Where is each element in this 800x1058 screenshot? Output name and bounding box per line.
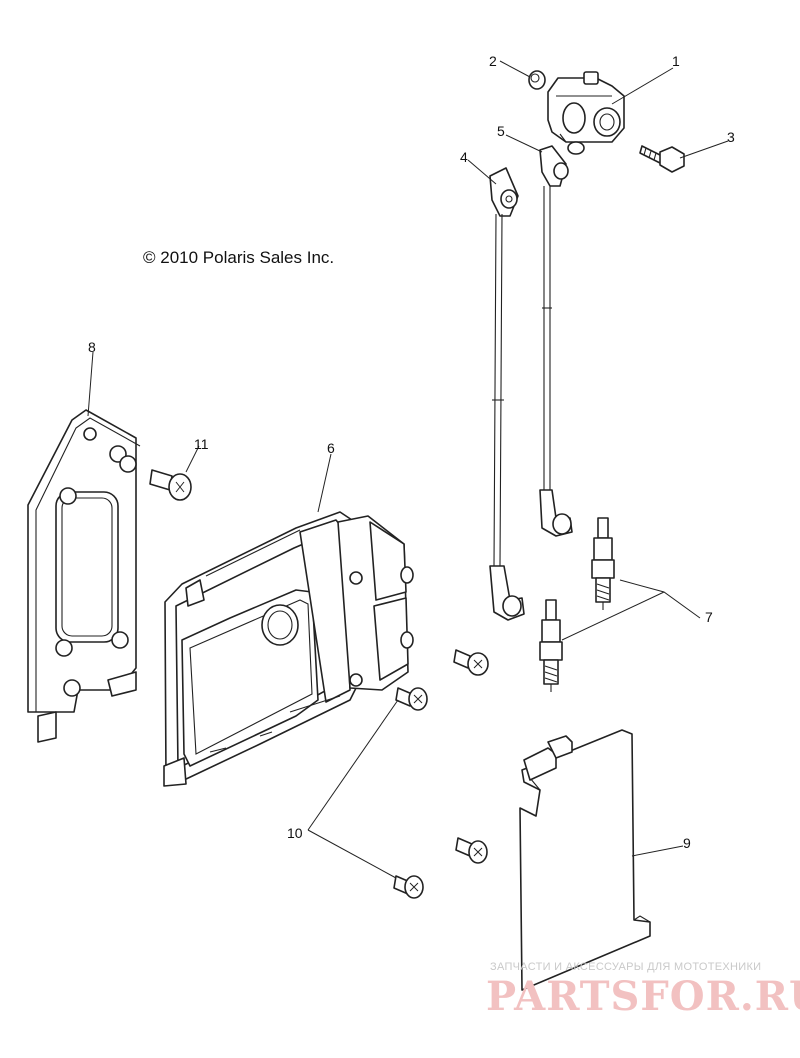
screw-10-c <box>455 837 488 864</box>
ignition-lead-5 <box>539 145 573 537</box>
ecu-module <box>163 511 414 787</box>
spark-plug-upper <box>591 517 615 610</box>
screw-11 <box>149 469 192 501</box>
callout-2: 2 <box>489 53 497 69</box>
bolt-3 <box>639 145 685 173</box>
leader-lines <box>87 60 729 879</box>
callout-5: 5 <box>497 123 505 139</box>
mounting-bracket <box>27 409 141 743</box>
callout-3: 3 <box>727 129 735 145</box>
protective-cover <box>519 729 651 991</box>
callout-7: 7 <box>705 609 713 625</box>
callout-8: 8 <box>88 339 96 355</box>
ignition-coil <box>547 71 625 155</box>
callout-10: 10 <box>287 825 303 841</box>
grommet <box>528 70 546 90</box>
callout-9: 9 <box>683 835 691 851</box>
ignition-lead-4 <box>489 167 525 621</box>
callout-1: 1 <box>672 53 680 69</box>
screw-10-b <box>395 687 428 711</box>
callout-11: 11 <box>194 436 209 452</box>
callout-4: 4 <box>460 149 468 165</box>
copyright-notice: © 2010 Polaris Sales Inc. <box>143 248 335 267</box>
spark-plug-lower <box>539 599 563 692</box>
watermark-logo: PARTSFOR.RU <box>486 973 800 1020</box>
watermark-tagline: ЗАПЧАСТИ И АКСЕССУАРЫ ДЛЯ МОТОТЕХНИКИ <box>490 961 762 973</box>
callout-6: 6 <box>327 440 335 456</box>
screw-10-d <box>393 875 424 899</box>
screw-10-a <box>453 649 489 676</box>
